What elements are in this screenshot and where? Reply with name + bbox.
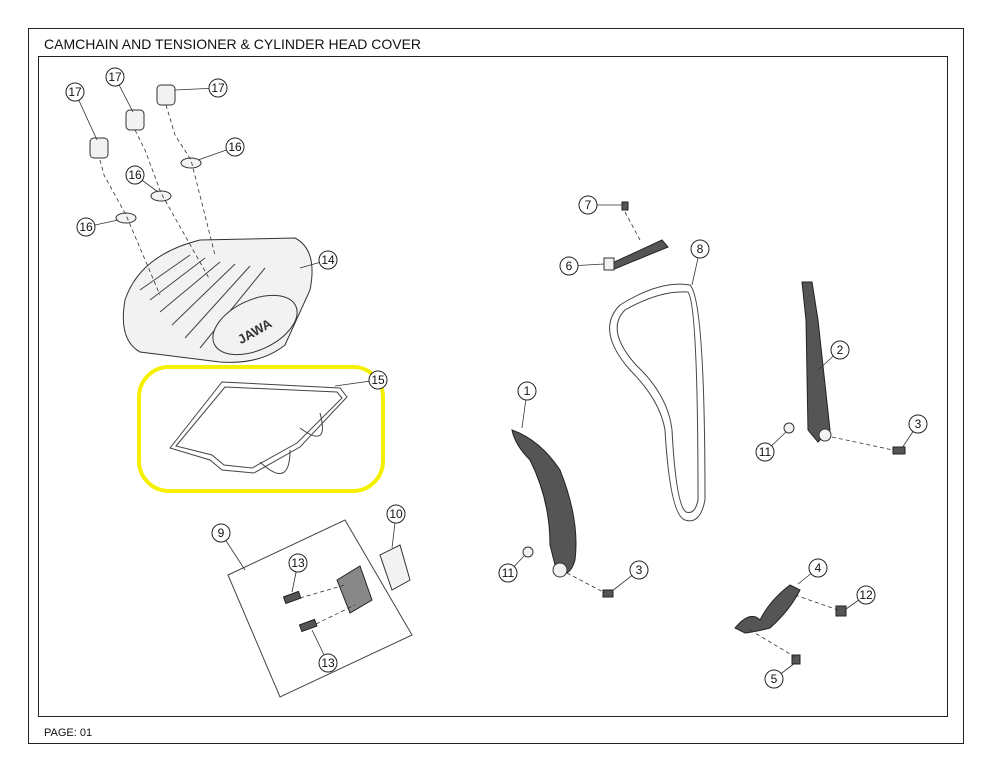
callout-number: 7 — [585, 198, 592, 212]
diagram-title: CAMCHAIN AND TENSIONER & CYLINDER HEAD C… — [44, 36, 422, 52]
callout-circle — [125, 165, 145, 185]
callout-number: 5 — [771, 672, 778, 686]
callout-c9: 9 — [211, 523, 246, 571]
highlight-box — [137, 365, 385, 493]
cam-chain[interactable] — [609, 283, 706, 522]
callout-circle — [498, 563, 518, 583]
callout-c15: 15 — [334, 370, 388, 390]
cylinder-head-gasket[interactable] — [169, 381, 348, 474]
callout-number: 17 — [68, 85, 82, 99]
callout-number: 4 — [815, 561, 822, 575]
callout-c8: 8 — [690, 239, 710, 286]
chain-tensioner-guide[interactable] — [511, 429, 614, 598]
cylinder-head-cover[interactable]: JAWA — [122, 237, 313, 367]
callout-number: 15 — [371, 373, 385, 387]
callout-number: 17 — [211, 81, 225, 95]
callout-circle — [755, 442, 775, 462]
callout-c14: 14 — [299, 250, 338, 270]
callout-c10: 10 — [386, 504, 406, 549]
callout-number: 1 — [524, 384, 531, 398]
callout-circle — [559, 256, 579, 276]
sealing-washers[interactable] — [115, 157, 202, 224]
callout-number: 16 — [228, 140, 242, 154]
callout-c17c: 17 — [174, 78, 228, 98]
callout-circle — [105, 67, 125, 87]
callout-c12: 12 — [845, 585, 876, 610]
callout-number: 11 — [502, 566, 515, 580]
callout-circle — [318, 250, 338, 270]
callout-number: 13 — [291, 556, 305, 570]
tensioner-assembly[interactable] — [227, 519, 413, 698]
callout-number: 16 — [128, 168, 142, 182]
callout-circle — [808, 558, 828, 578]
callout-c16a: 16 — [197, 137, 245, 161]
chain-guide-upper[interactable] — [603, 201, 669, 271]
callout-circle — [368, 370, 388, 390]
callout-circle — [856, 585, 876, 605]
callout-circle — [225, 137, 245, 157]
callout-c3a: 3 — [901, 414, 928, 449]
callout-c16b: 16 — [125, 165, 159, 193]
chain-guide-fixed[interactable] — [783, 281, 906, 455]
callout-c13b: 13 — [311, 629, 338, 673]
callout-number: 3 — [636, 563, 643, 577]
callout-number: 3 — [915, 417, 922, 431]
callout-c11b: 11 — [498, 555, 525, 583]
callout-circle — [211, 523, 231, 543]
callout-c2: 2 — [817, 340, 850, 371]
callout-c4: 4 — [797, 558, 828, 585]
callout-c17b: 17 — [105, 67, 134, 113]
callout-number: 17 — [108, 70, 122, 84]
callout-number: 6 — [566, 259, 573, 273]
callout-number: 10 — [389, 507, 403, 521]
callout-c3b: 3 — [611, 560, 649, 592]
callout-circle — [629, 560, 649, 580]
callout-number: 14 — [321, 253, 335, 267]
callout-circle — [690, 239, 710, 259]
callout-number: 12 — [859, 588, 873, 602]
callout-circle — [764, 669, 784, 689]
oil-filler-caps[interactable] — [89, 84, 176, 159]
chain-guide-bracket[interactable] — [734, 584, 847, 665]
callout-c1: 1 — [517, 381, 537, 429]
callout-circle — [517, 381, 537, 401]
callout-number: 2 — [837, 343, 844, 357]
page-number: PAGE: 01 — [44, 727, 93, 739]
callout-c17a: 17 — [65, 82, 98, 141]
callout-number: 11 — [759, 445, 772, 459]
callout-circle — [208, 78, 228, 98]
callout-number: 13 — [321, 656, 335, 670]
callout-circle — [578, 195, 598, 215]
callout-c5: 5 — [764, 662, 796, 689]
callout-circle — [386, 504, 406, 524]
callout-circle — [76, 217, 96, 237]
callout-circle — [318, 653, 338, 673]
callout-number: 9 — [218, 526, 225, 540]
callout-c11a: 11 — [755, 431, 787, 462]
callout-circle — [65, 82, 85, 102]
callout-circle — [830, 340, 850, 360]
callout-c13a: 13 — [288, 553, 308, 593]
callout-c16c: 16 — [76, 217, 119, 237]
callout-number: 8 — [697, 242, 704, 256]
callout-circle — [908, 414, 928, 434]
callout-number: 16 — [79, 220, 93, 234]
drawing-frame — [28, 28, 964, 744]
callout-c6: 6 — [559, 256, 605, 276]
drawing-area — [38, 56, 948, 717]
callout-c7: 7 — [578, 195, 622, 215]
callout-circle — [288, 553, 308, 573]
